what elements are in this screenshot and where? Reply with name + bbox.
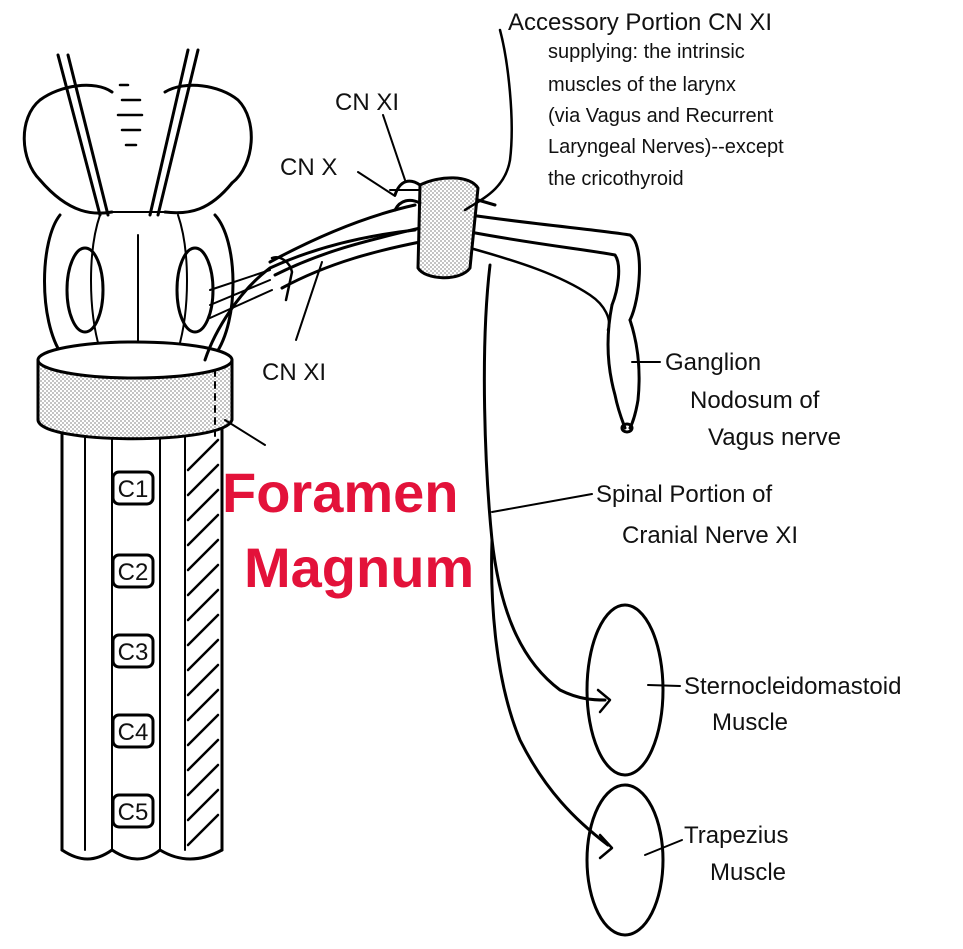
vertebra-c2: C2: [113, 555, 153, 587]
leader-spinal-portion: [492, 494, 592, 512]
trapezius-line: Muscle: [710, 859, 786, 886]
cn11-low-label: CN XI: [262, 359, 326, 386]
accessory-title: Accessory Portion CN XI: [508, 9, 772, 36]
spinal-cord: [62, 395, 222, 859]
accessory-desc-line: muscles of the larynx: [548, 74, 736, 96]
accessory-desc-line: supplying: the intrinsic: [548, 41, 745, 63]
vertebra-c4: C4: [113, 715, 153, 747]
leader-cn10: [358, 172, 395, 196]
ganglion-line: Ganglion: [665, 349, 761, 376]
accessory-desc-line: (via Vagus and Recurrent: [548, 105, 774, 127]
accessory-desc-line: the cricothyroid: [548, 168, 684, 190]
foramen-label-line: Magnum: [244, 536, 474, 599]
jugular-collar: [390, 178, 495, 278]
scm-line: Muscle: [712, 709, 788, 736]
spinal-portion-line: Spinal Portion of: [596, 481, 772, 508]
cn11-top-label: CN XI: [335, 89, 399, 116]
vertebra-c5: C5: [113, 795, 153, 827]
ganglion-line: Nodosum of: [690, 387, 820, 414]
vertebra-label: C4: [118, 719, 149, 746]
vertebra-label: C5: [118, 799, 149, 826]
vertebra-label: C3: [118, 639, 149, 666]
leader-foramen: [225, 420, 265, 445]
scm-line: Sternocleidomastoid: [684, 673, 901, 700]
vertebra-c3: C3: [113, 635, 153, 667]
vertebrae: C1 C2 C3 C4 C5: [113, 472, 153, 827]
trapezius-line: Trapezius: [684, 822, 788, 849]
leader-cn11-top: [383, 115, 405, 180]
vertebra-label: C1: [118, 476, 149, 503]
leader-scm: [648, 685, 680, 686]
trapezius-muscle: [587, 785, 663, 935]
cn10-label: CN X: [280, 154, 337, 181]
ganglion-line: Vagus nerve: [708, 424, 841, 451]
foramen-label-line: Foramen: [222, 461, 459, 524]
vertebra-c1: C1: [113, 472, 153, 504]
spinal-portion-line: Cranial Nerve XI: [622, 522, 798, 549]
foramen-band: [38, 342, 232, 440]
brainstem: [24, 50, 251, 370]
accessory-desc-line: Laryngeal Nerves)--except: [548, 136, 784, 158]
vertebra-label: C2: [118, 559, 149, 586]
